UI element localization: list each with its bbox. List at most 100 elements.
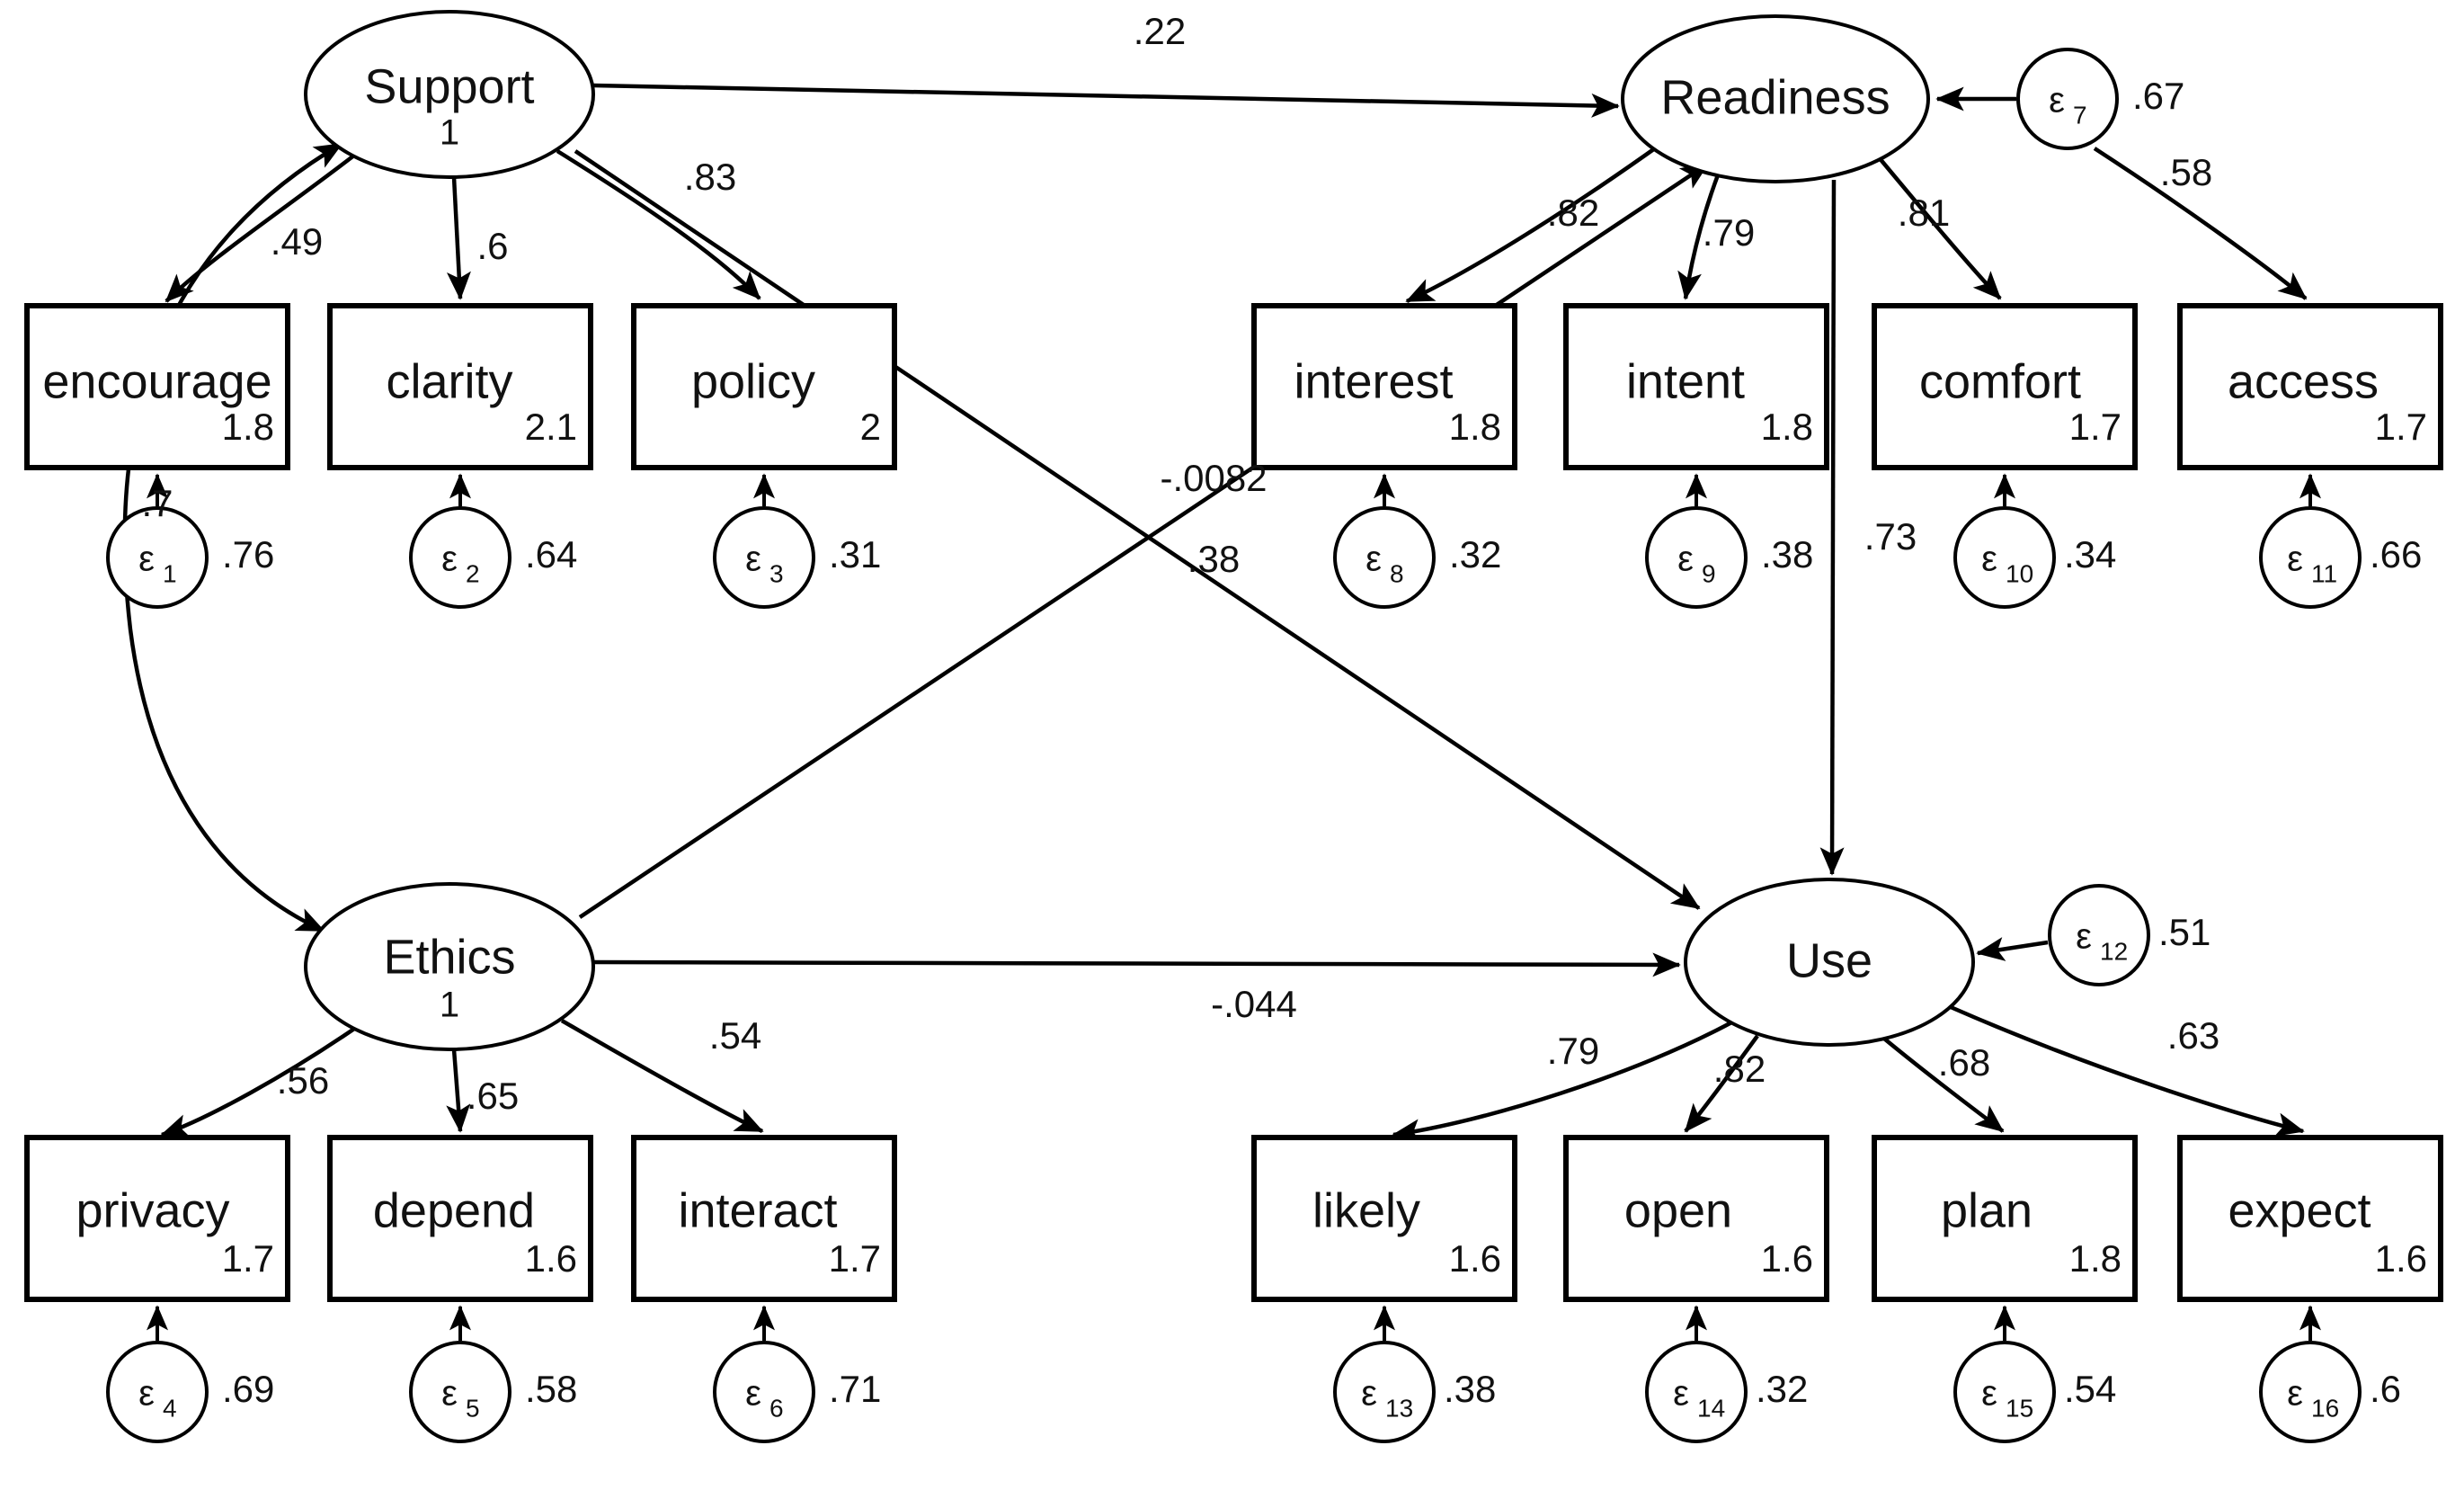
observed-label-comfort: comfort <box>1919 354 2081 408</box>
observed-box-likely[interactable]: likely 1.6 <box>1251 1135 1517 1302</box>
observed-label-interact: interact <box>678 1183 837 1237</box>
edge-readiness-comfort <box>1877 156 2002 300</box>
error-node-e11[interactable]: ε 11 .66 <box>2259 506 2422 609</box>
latent-label-use: Use <box>1786 933 1872 987</box>
observed-box-clarity[interactable]: clarity 2.1 <box>327 303 593 470</box>
observed-label-expect: expect <box>2228 1183 2371 1237</box>
path-label-readiness-interest: .82 <box>1547 192 1599 234</box>
error-symbol-e11: ε <box>2287 540 2303 579</box>
path-label-ethics-depend: .65 <box>467 1075 519 1117</box>
path-label-support-encourage: .49 <box>271 220 323 263</box>
observed-box-interact[interactable]: interact 1.7 <box>631 1135 897 1302</box>
observed-label-policy: policy <box>691 354 815 408</box>
error-value-e6: .71 <box>829 1368 881 1410</box>
observed-label-clarity: clarity <box>386 354 512 408</box>
error-value-e10: .34 <box>2064 533 2116 575</box>
path-label-use-likely: .79 <box>1547 1030 1599 1072</box>
error-subscript-e14: 14 <box>1697 1394 1725 1422</box>
path-coefficient-labels: .49 .6 .83 .22 -.0082 .38 -.044 .73 .7 .… <box>141 10 2219 1117</box>
error-value-e7: .67 <box>2132 75 2184 117</box>
error-symbol-e14: ε <box>1673 1374 1689 1414</box>
error-node-e12[interactable]: ε 12 .51 <box>2048 884 2210 986</box>
edge-use-open <box>1684 1034 1759 1133</box>
error-subscript-e11: 11 <box>2311 559 2337 587</box>
observed-box-encourage[interactable]: encourage 1.8 <box>24 303 290 470</box>
error-node-e3[interactable]: ε 3 .31 <box>713 506 881 609</box>
edge-group-residuals-top-left <box>147 473 775 506</box>
latent-label-support: Support <box>364 59 534 113</box>
edge-e12-use <box>1976 937 2049 961</box>
error-node-e2[interactable]: ε 2 .64 <box>409 506 577 609</box>
path-label-readiness-comfort: .81 <box>1898 192 1950 234</box>
edge-ethics-privacy <box>160 1023 361 1138</box>
error-value-e4: .69 <box>222 1368 274 1410</box>
observed-value-depend: 1.6 <box>525 1237 577 1280</box>
error-node-e14[interactable]: ε 14 .32 <box>1645 1341 1808 1443</box>
path-label-use-plan: .68 <box>1938 1041 1990 1084</box>
observed-value-interact: 1.7 <box>829 1237 881 1280</box>
error-node-e8[interactable]: ε 8 .32 <box>1333 506 1501 609</box>
latent-node-support[interactable]: Support 1 <box>304 10 595 179</box>
observed-box-interest[interactable]: interest 1.8 <box>1251 303 1517 470</box>
path-label-support-policy: .83 <box>684 156 736 198</box>
path-label-use-expect: .63 <box>2167 1014 2219 1057</box>
observed-box-privacy[interactable]: privacy 1.7 <box>24 1135 290 1302</box>
error-node-e5[interactable]: ε 5 .58 <box>409 1341 577 1443</box>
observed-box-comfort[interactable]: comfort 1.7 <box>1872 303 2138 470</box>
error-symbol-e12: ε <box>2076 917 2092 957</box>
observed-box-policy[interactable]: policy 2 <box>631 303 897 470</box>
edge-group-ethics-loadings <box>160 1019 764 1138</box>
error-node-e7[interactable]: ε 7 .67 <box>2016 48 2184 150</box>
error-node-e13[interactable]: ε 13 .38 <box>1333 1341 1496 1443</box>
error-terms-layer: ε 1 .76 ε 2 .64 ε 3 .31 ε 7 .67 <box>106 48 2422 1443</box>
error-node-e4[interactable]: ε 4 .69 <box>106 1341 274 1443</box>
error-value-e8: .32 <box>1449 533 1501 575</box>
error-subscript-e16: 16 <box>2311 1394 2339 1422</box>
edge-readiness-interest <box>1405 142 1663 304</box>
error-symbol-e6: ε <box>745 1374 761 1414</box>
edge-ethics-depend <box>446 1048 471 1133</box>
observed-label-privacy: privacy <box>76 1183 229 1237</box>
observed-box-intent[interactable]: intent 1.8 <box>1563 303 1829 470</box>
observed-value-clarity: 2.1 <box>525 406 577 448</box>
observed-box-depend[interactable]: depend 1.6 <box>327 1135 593 1302</box>
edge-group-residuals-top-right <box>1374 473 2321 506</box>
error-symbol-e9: ε <box>1677 540 1694 579</box>
error-node-e9[interactable]: ε 9 .38 <box>1645 506 1813 609</box>
edge-support-clarity <box>446 176 471 300</box>
error-symbol-e5: ε <box>441 1374 458 1414</box>
observed-value-encourage: 1.8 <box>222 406 274 448</box>
edge-use-expect <box>1950 1004 2305 1137</box>
observed-value-expect: 1.6 <box>2375 1237 2427 1280</box>
observed-box-expect[interactable]: expect 1.6 <box>2177 1135 2443 1302</box>
error-value-e2: .64 <box>525 533 577 575</box>
observed-box-access[interactable]: access 1.7 <box>2177 303 2443 470</box>
path-label-readiness-intent: .79 <box>1703 211 1755 254</box>
edge-readiness-intent <box>1677 172 1721 300</box>
path-label-support-readiness: .22 <box>1134 10 1186 52</box>
latent-node-ethics[interactable]: Ethics 1 <box>304 882 595 1051</box>
latent-variables-layer: Support 1 Readiness Ethics 1 Use <box>304 10 1975 1051</box>
error-node-e10[interactable]: ε 10 .34 <box>1953 506 2116 609</box>
error-node-e6[interactable]: ε 6 .71 <box>713 1341 881 1443</box>
observed-box-open[interactable]: open 1.6 <box>1563 1135 1829 1302</box>
error-value-e5: .58 <box>525 1368 577 1410</box>
error-value-e16: .6 <box>2370 1368 2401 1410</box>
observed-value-privacy: 1.7 <box>222 1237 274 1280</box>
error-node-e16[interactable]: ε 16 .6 <box>2259 1341 2401 1443</box>
latent-node-use[interactable]: Use <box>1684 878 1975 1047</box>
latent-node-readiness[interactable]: Readiness <box>1621 14 1930 183</box>
observed-value-access: 1.7 <box>2375 406 2427 448</box>
observed-box-plan[interactable]: plan 1.8 <box>1872 1135 2138 1302</box>
edge-support-readiness <box>592 83 1620 118</box>
edge-support-use <box>574 149 1701 910</box>
observed-label-plan: plan <box>1941 1183 2033 1237</box>
observed-value-open: 1.6 <box>1761 1237 1813 1280</box>
observed-value-comfort: 1.7 <box>2069 406 2122 448</box>
error-subscript-e12: 12 <box>2100 937 2128 965</box>
error-node-e15[interactable]: ε 15 .54 <box>1953 1341 2116 1443</box>
path-label-readiness-use: .73 <box>1864 515 1917 558</box>
error-node-e1[interactable]: ε 1 .76 <box>106 506 274 609</box>
